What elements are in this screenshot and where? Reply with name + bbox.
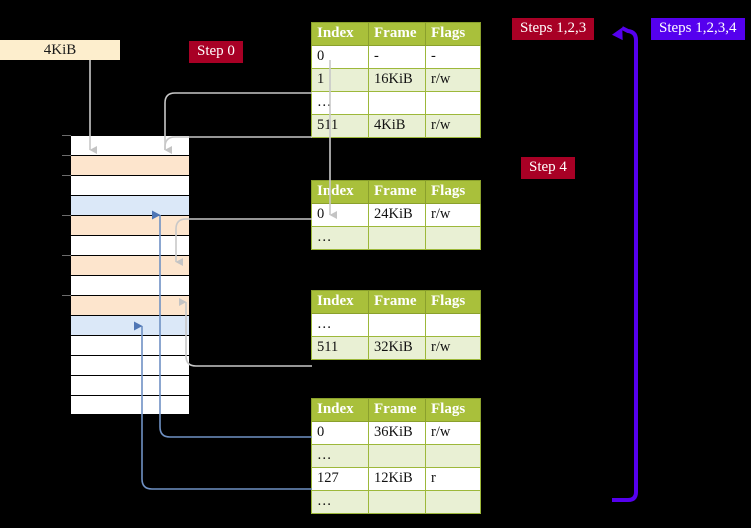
cell-index: 0 [311,45,369,69]
cell-index: 511 [311,336,369,360]
column-header-frame: Frame [368,290,426,314]
memory-frame-row [70,375,190,395]
memory-frame-row [70,335,190,355]
cell-flags: r/w [425,203,481,227]
cell-index: … [311,91,369,115]
steps123-badge: Steps 1,2,3 [512,18,595,40]
memory-tick [62,295,71,296]
table-row: … [311,444,481,468]
cell-flags [425,490,481,514]
size-label-4kib: 4KiB [0,40,120,60]
cell-frame: - [368,45,426,69]
memory-frame-row [70,395,190,415]
memory-frame-row [70,135,190,155]
cell-index: 0 [311,203,369,227]
cell-flags: r/w [425,421,481,445]
step4-badge: Step 4 [521,157,575,179]
memory-frame-row [70,155,190,175]
cell-frame [368,226,426,250]
memory-frame-row [70,315,190,335]
cell-index: 127 [311,467,369,491]
memory-frame-row [70,275,190,295]
column-header-index: Index [311,398,369,422]
cell-flags: r/w [425,114,481,138]
memory-tick [62,175,71,176]
cell-flags [425,444,481,468]
wire-steps1234-loop [611,26,638,502]
cell-frame [368,91,426,115]
step4-label: Step 4 [529,159,567,175]
cell-flags [425,91,481,115]
column-header-flags: Flags [425,22,481,46]
steps123-label: Steps 1,2,3 [520,20,587,36]
cell-frame [368,444,426,468]
column-header-frame: Frame [368,22,426,46]
cell-frame: 36KiB [368,421,426,445]
cell-index: … [311,444,369,468]
cell-flags [425,226,481,250]
cell-index: 1 [311,68,369,92]
table-row: … [311,91,481,115]
memory-tick [62,215,71,216]
cell-index: 0 [311,421,369,445]
column-header-index: Index [311,22,369,46]
physical-memory-column [70,135,190,415]
memory-frame-row [70,195,190,215]
cell-frame: 32KiB [368,336,426,360]
memory-frame-row [70,215,190,235]
column-header-index: Index [311,290,369,314]
step0-badge: Step 0 [189,41,243,63]
column-header-frame: Frame [368,398,426,422]
memory-tick [62,155,71,156]
wire-pd-511-to-memory [179,298,312,367]
size-label-text: 4KiB [43,42,77,58]
table-row: 0-- [311,45,481,69]
column-header-index: Index [311,180,369,204]
step0-label: Step 0 [197,43,235,59]
memory-tick [62,135,71,136]
steps1234-badge: Steps 1,2,3,4 [651,18,745,40]
cell-flags: r [425,467,481,491]
column-header-frame: Frame [368,180,426,204]
memory-frame-row [70,355,190,375]
cell-frame [368,313,426,337]
cell-frame: 12KiB [368,467,426,491]
memory-frame-row [70,175,190,195]
memory-frame-row [70,295,190,315]
cell-frame: 16KiB [368,68,426,92]
wire-pdp-0-to-memory [175,218,312,266]
cell-index: … [311,490,369,514]
memory-tick [62,255,71,256]
memory-frame-row [70,235,190,255]
cell-flags: - [425,45,481,69]
cell-index: … [311,313,369,337]
memory-frame-row [70,255,190,275]
column-header-flags: Flags [425,180,481,204]
column-header-flags: Flags [425,398,481,422]
cell-flags [425,313,481,337]
cell-frame: 4KiB [368,114,426,138]
cell-flags: r/w [425,336,481,360]
table-row: … [311,313,481,337]
cell-index: 511 [311,114,369,138]
cell-frame [368,490,426,514]
cell-index: … [311,226,369,250]
table-row: … [311,490,481,514]
column-header-flags: Flags [425,290,481,314]
cell-frame: 24KiB [368,203,426,227]
cell-flags: r/w [425,68,481,92]
steps1234-label: Steps 1,2,3,4 [659,20,737,36]
table-row: … [311,226,481,250]
